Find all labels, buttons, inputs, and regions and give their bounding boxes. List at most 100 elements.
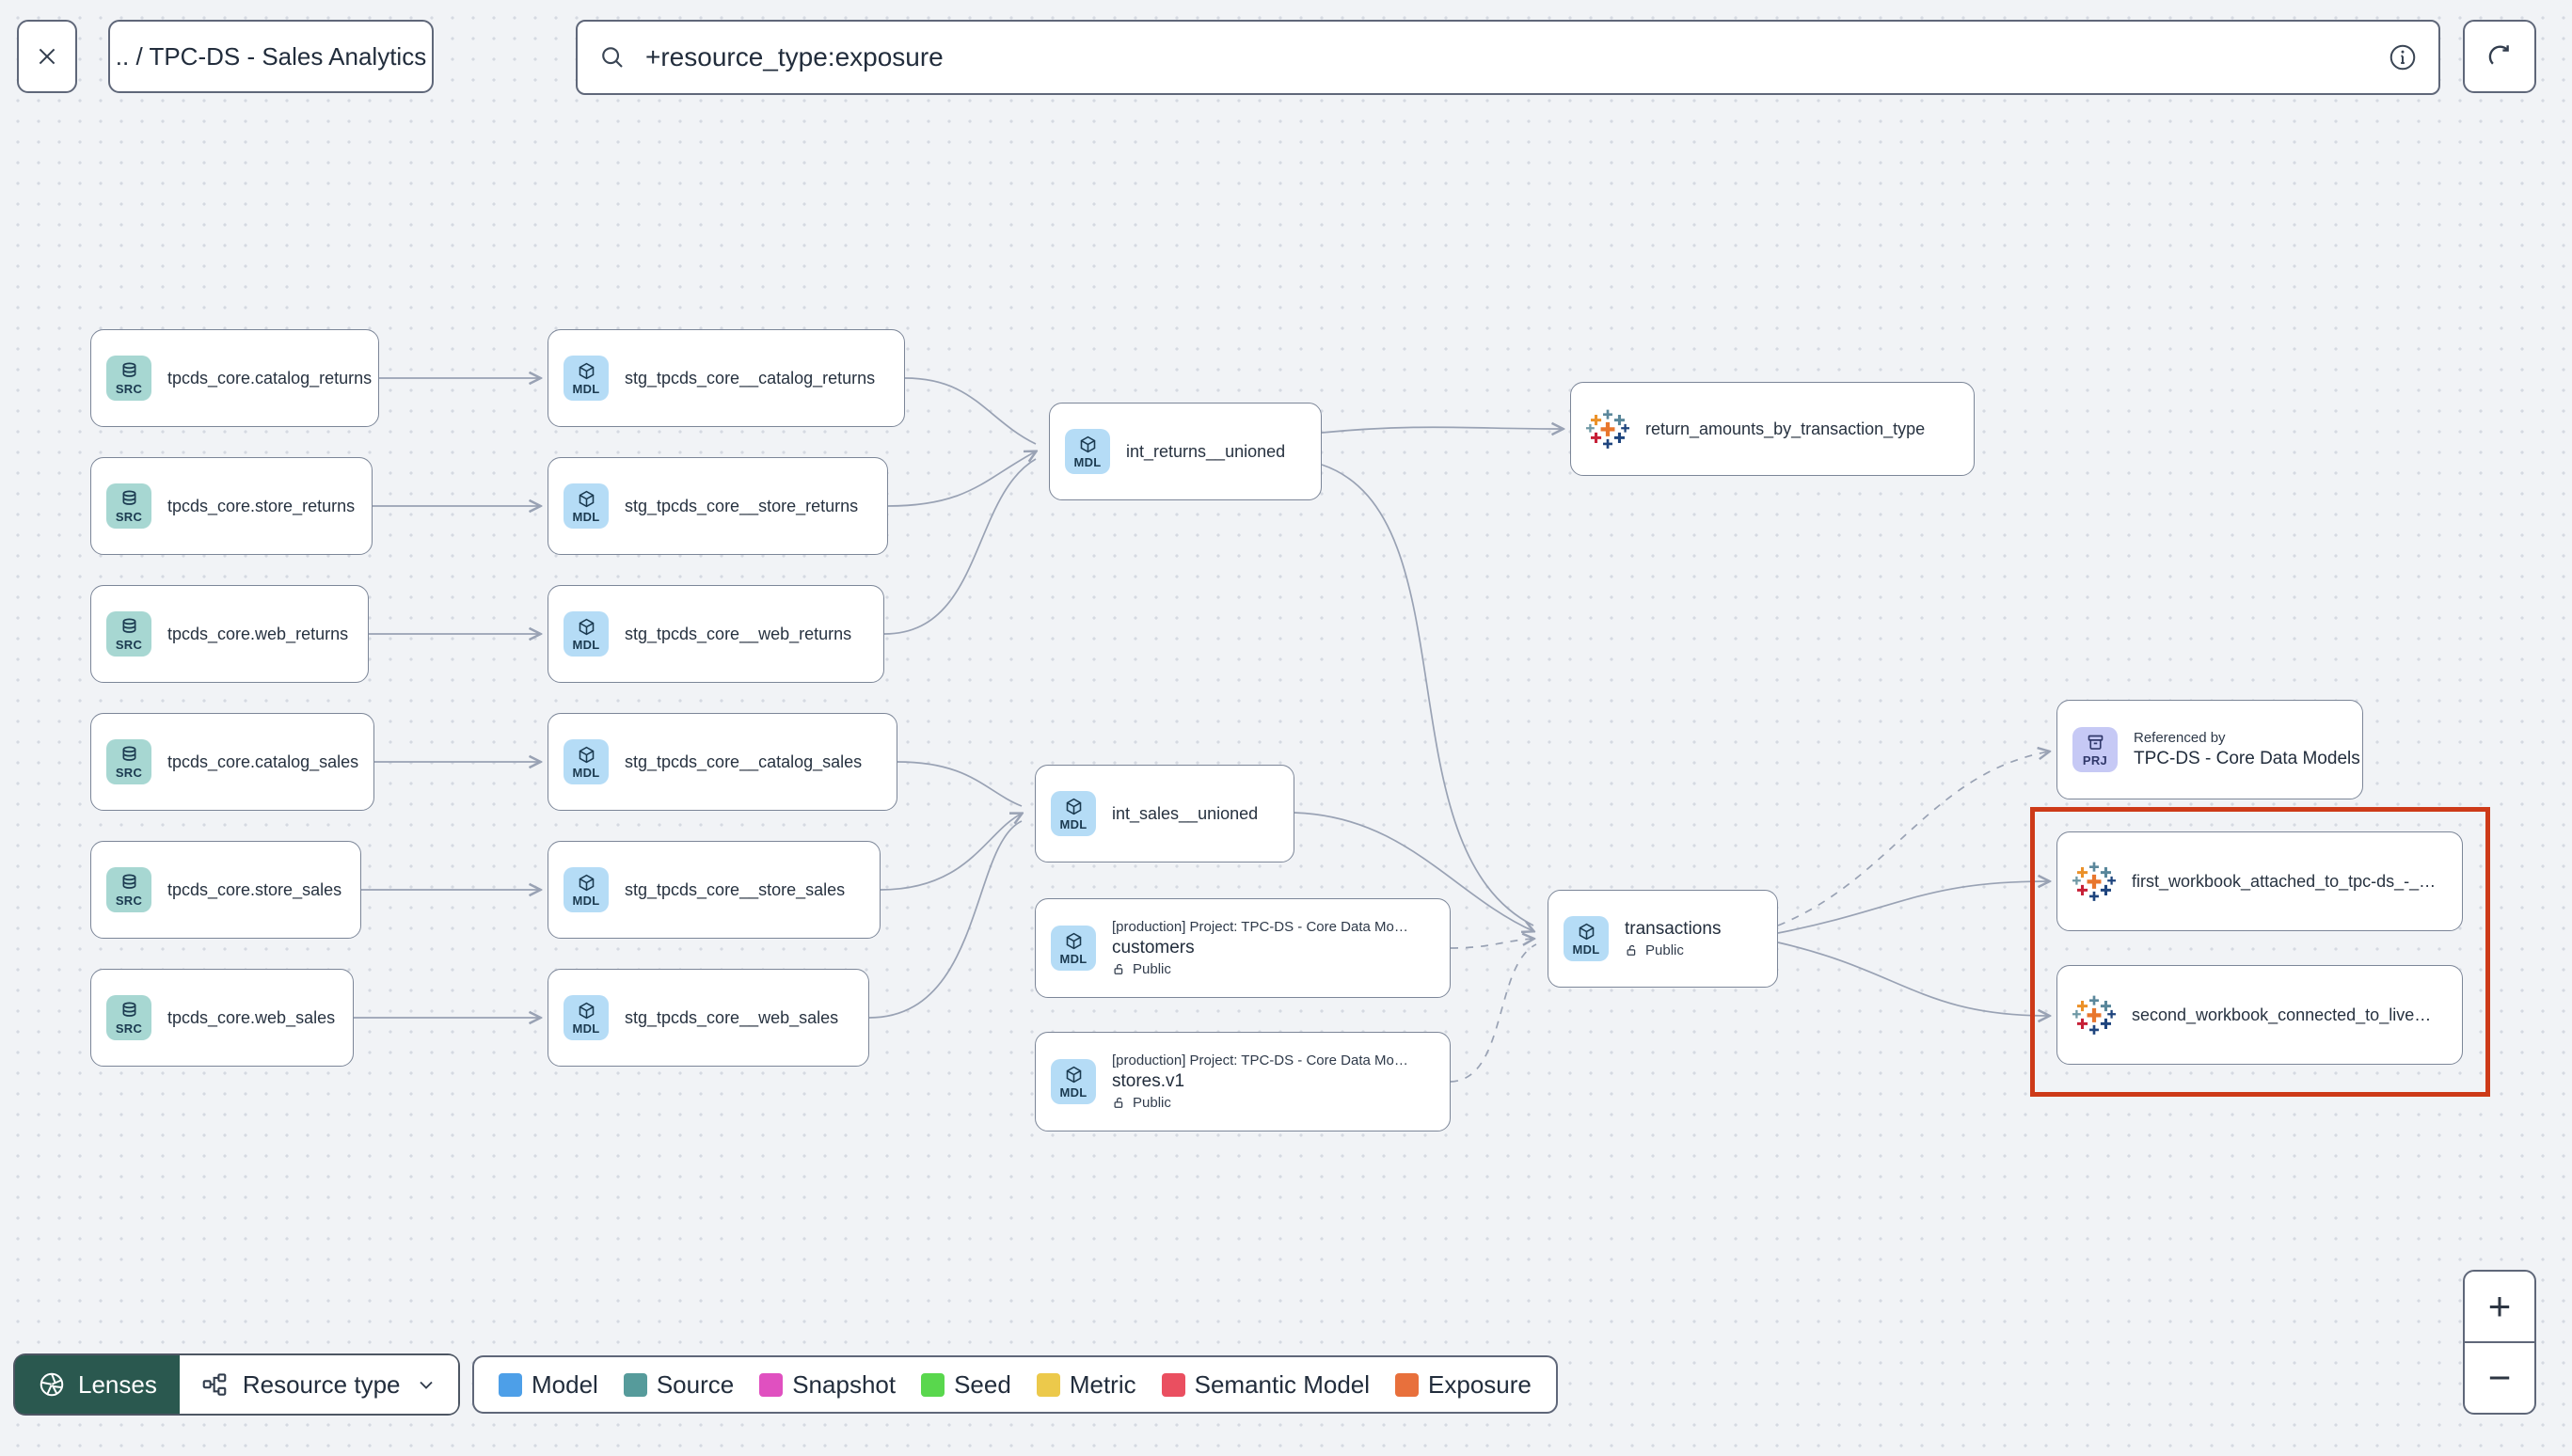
unlock-icon [1114,1097,1123,1108]
visibility-row: Public [1625,942,1721,958]
model-badge: MDL [564,739,609,784]
node-stg-catalog-returns[interactable]: MDL stg_tpcds_core__catalog_returns [548,329,905,427]
legend-item-source: Source [623,1370,734,1400]
close-icon [39,48,56,65]
info-icon[interactable] [2388,42,2418,72]
database-icon [122,746,135,761]
cube-icon [579,362,594,379]
aperture-icon [40,1372,64,1397]
legend-item-model: Model [499,1370,598,1400]
node-source-catalog-sales[interactable]: SRC tpcds_core.catalog_sales [90,713,374,811]
legend-item-seed: Seed [921,1370,1011,1400]
refresh-icon [2488,45,2509,65]
source-badge: SRC [106,867,151,912]
node-source-store-sales[interactable]: SRC tpcds_core.store_sales [90,841,361,939]
model-badge: MDL [1051,1059,1096,1104]
model-badge: MDL [564,356,609,401]
cube-icon [1579,923,1594,940]
resource-type-dropdown[interactable]: Resource type [179,1355,458,1414]
refresh-button[interactable] [2463,20,2536,93]
visibility-row: Public [1112,961,1408,977]
cube-icon [579,746,594,763]
database-icon [122,490,135,505]
node-stg-web-sales[interactable]: MDL stg_tpcds_core__web_sales [548,969,869,1067]
lens-controls: Lenses Resource type [15,1355,458,1414]
node-stg-catalog-sales[interactable]: MDL stg_tpcds_core__catalog_sales [548,713,897,811]
cube-icon [1066,932,1081,949]
source-badge: SRC [106,483,151,529]
node-stores-v1[interactable]: MDL [production] Project: TPC-DS - Core … [1035,1032,1451,1132]
node-source-catalog-returns[interactable]: SRC tpcds_core.catalog_returns [90,329,379,427]
tableau-icon [2072,995,2116,1035]
search-icon [602,47,623,68]
node-source-web-returns[interactable]: SRC tpcds_core.web_returns [90,585,369,683]
cube-icon [579,874,594,891]
tableau-icon [2072,862,2116,901]
close-button[interactable] [17,20,77,93]
project-context: [production] Project: TPC-DS - Core Data… [1112,919,1408,935]
model-badge: MDL [1065,429,1110,474]
visibility-row: Public [1112,1095,1408,1111]
zoom-in-button[interactable]: + [2465,1272,2534,1341]
search-bar[interactable] [576,20,2440,95]
legend-item-metric: Metric [1036,1370,1136,1400]
node-exposure-second-workbook[interactable]: second_workbook_connected_to_live… [2056,965,2463,1065]
source-badge: SRC [106,356,151,401]
source-badge: SRC [106,995,151,1040]
legend-item-snapshot: Snapshot [759,1370,896,1400]
legend-item-exposure: Exposure [1395,1370,1532,1400]
unlock-icon [1627,944,1636,956]
cube-icon [579,618,594,635]
metric-color-chip [1036,1372,1060,1397]
node-customers[interactable]: MDL [production] Project: TPC-DS - Core … [1035,898,1451,998]
lenses-button[interactable]: Lenses [15,1355,180,1414]
database-icon [122,1002,135,1017]
node-stg-web-returns[interactable]: MDL stg_tpcds_core__web_returns [548,585,884,683]
project-context: [production] Project: TPC-DS - Core Data… [1112,1052,1408,1068]
cube-icon [1066,798,1081,815]
node-stg-store-returns[interactable]: MDL stg_tpcds_core__store_returns [548,457,888,555]
cube-icon [579,1002,594,1019]
node-exposure-return-amounts[interactable]: return_amounts_by_transaction_type [1570,382,1975,476]
cube-icon [1080,435,1095,452]
zoom-controls: + − [2463,1270,2536,1415]
chevron-down-icon [419,1381,433,1389]
exposure-color-chip [1395,1372,1420,1397]
tableau-icon [1586,409,1629,449]
node-int-sales-unioned[interactable]: MDL int_sales__unioned [1035,765,1294,863]
database-icon [122,618,135,633]
database-icon [122,874,135,889]
search-input[interactable] [643,41,2371,73]
source-color-chip [623,1372,647,1397]
hierarchy-icon [202,1373,227,1396]
model-badge: MDL [564,867,609,912]
source-badge: SRC [106,611,151,657]
breadcrumb[interactable]: .. / TPC-DS - Sales Analytics [108,20,434,93]
node-source-web-sales[interactable]: SRC tpcds_core.web_sales [90,969,354,1067]
model-badge: MDL [1051,791,1096,836]
model-badge: MDL [564,995,609,1040]
cube-icon [579,490,594,507]
snapshot-color-chip [759,1372,784,1397]
node-source-store-returns[interactable]: SRC tpcds_core.store_returns [90,457,373,555]
model-color-chip [499,1372,522,1397]
project-badge: PRJ [2072,727,2118,772]
archive-box-icon [2088,735,2103,750]
database-icon [122,362,135,377]
node-exposure-first-workbook[interactable]: first_workbook_attached_to_tpc-ds_-_… [2056,831,2463,931]
source-badge: SRC [106,739,151,784]
model-badge: MDL [564,483,609,529]
node-transactions[interactable]: MDL transactions Public [1548,890,1778,988]
zoom-out-button[interactable]: − [2465,1343,2534,1413]
node-stg-store-sales[interactable]: MDL stg_tpcds_core__store_sales [548,841,881,939]
zoom-divider [2465,1341,2534,1343]
node-int-returns-unioned[interactable]: MDL int_returns__unioned [1049,403,1322,500]
model-badge: MDL [1564,916,1609,961]
node-referenced-by-project[interactable]: PRJ Referenced by TPC-DS - Core Data Mod… [2056,700,2363,799]
model-badge: MDL [564,611,609,657]
cube-icon [1066,1066,1081,1083]
resource-type-legend: Model Source Snapshot Seed Metric Semant… [472,1355,1558,1414]
model-badge: MDL [1051,926,1096,971]
unlock-icon [1114,963,1123,974]
